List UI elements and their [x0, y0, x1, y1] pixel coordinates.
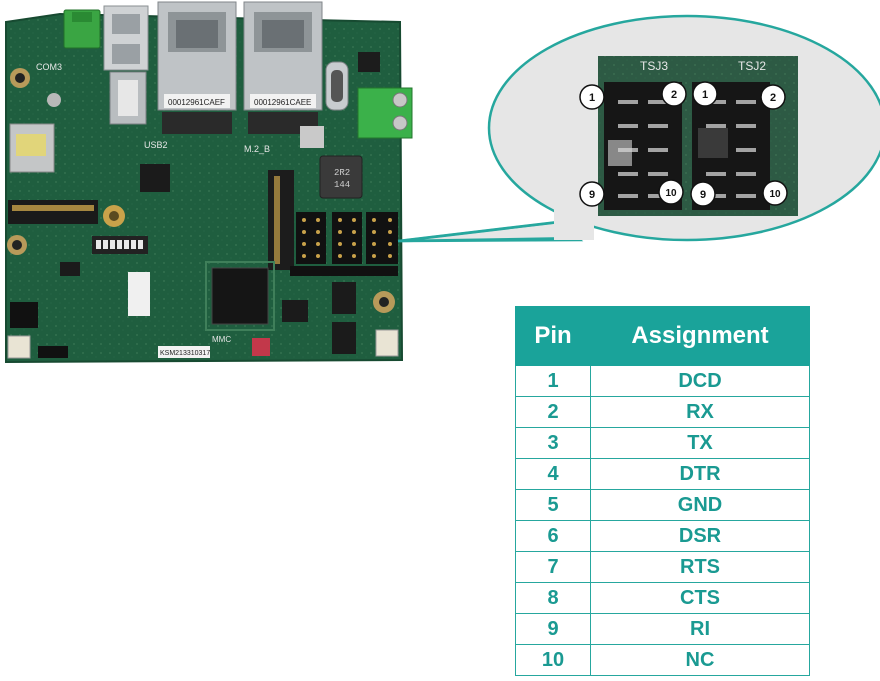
pin-number: 6	[515, 520, 591, 552]
lan1-mac-label: 00012961CAEF	[168, 98, 225, 107]
pin-assignment: RTS	[590, 551, 810, 583]
pin-marker-tsj2-10: 10	[762, 180, 788, 206]
serial-label: KSM213310317	[160, 350, 210, 357]
chip	[282, 300, 308, 322]
dc-in-terminal	[357, 87, 413, 139]
pin-marker-tsj2-1: 1	[692, 81, 718, 107]
pin-assignment: DTR	[590, 458, 810, 490]
connector	[375, 329, 399, 357]
svg-text:10: 10	[769, 189, 781, 200]
connector	[10, 302, 38, 328]
callout-magnifier: TSJ3 TSJ2 1 2 1 2 9 10 9	[397, 14, 880, 243]
pin-number: 3	[515, 427, 591, 459]
m2-slot-vertical	[268, 170, 294, 270]
connector	[38, 346, 68, 358]
svg-text:9: 9	[700, 189, 706, 201]
pin-number: 2	[515, 396, 591, 428]
table-header-row: Pin Assignment	[515, 306, 810, 366]
pin-marker-tsj3-1: 1	[579, 84, 605, 110]
serial-sticker	[158, 346, 210, 358]
svg-text:10: 10	[665, 188, 677, 199]
header-strip	[290, 266, 398, 276]
pin-assignment: RX	[590, 396, 810, 428]
assignment-column-header: Assignment	[590, 306, 810, 366]
pin-assignment: DCD	[590, 365, 810, 397]
cpu-chip	[211, 267, 269, 325]
svg-text:1: 1	[702, 89, 708, 101]
connector	[300, 126, 324, 148]
mounting-hole	[47, 93, 61, 107]
lan-jack-2	[243, 1, 323, 134]
tsj3-label: TSJ3	[640, 59, 668, 73]
tsj2-label: TSJ2	[738, 59, 766, 73]
pin-number: 4	[515, 458, 591, 490]
connector-red	[252, 338, 270, 356]
pin-number: 8	[515, 582, 591, 614]
svg-text:9: 9	[589, 189, 595, 201]
pcb-board: 00012961CAEF 00012961CAEE 2R2 144	[5, 1, 413, 364]
pin-assignment: NC	[590, 644, 810, 676]
pin-marker-tsj2-9: 9	[690, 181, 716, 207]
silk-m2b: M.2_B	[244, 144, 270, 154]
pin-number: 9	[515, 613, 591, 645]
pin-marker-tsj2-2: 2	[760, 84, 786, 110]
chip	[332, 282, 356, 314]
mounting-hole	[373, 291, 395, 313]
pin-number: 5	[515, 489, 591, 521]
silk-com3: COM3	[36, 62, 62, 72]
pin-column-header: Pin	[515, 306, 591, 366]
svg-text:144: 144	[334, 180, 350, 190]
mounting-hole	[7, 235, 27, 255]
pin-assignment: TX	[590, 427, 810, 459]
mounting-hole	[103, 205, 125, 227]
chip	[60, 262, 80, 276]
pin-assignment: GND	[590, 489, 810, 521]
usb-connector-stack	[103, 5, 149, 125]
connector	[7, 335, 31, 359]
pin-number: 10	[515, 644, 591, 676]
svg-text:2: 2	[671, 89, 677, 101]
com-pin-headers	[296, 212, 398, 264]
pin-assignment: DSR	[590, 520, 810, 552]
pin-assignment: CTS	[590, 582, 810, 614]
pin-number: 1	[515, 365, 591, 397]
silk-usb2: USB2	[144, 140, 168, 150]
chip	[332, 322, 356, 354]
svg-text:1: 1	[589, 92, 595, 104]
lan-jack-1	[157, 1, 237, 134]
m2-slot-horizontal	[8, 200, 98, 224]
board-sticker	[128, 272, 150, 316]
lan2-mac-label: 00012961CAEE	[254, 98, 311, 107]
pin-number: 7	[515, 551, 591, 583]
pin-marker-tsj3-10: 10	[658, 179, 684, 205]
pin-marker-tsj3-2: 2	[661, 81, 687, 107]
mounting-hole	[10, 68, 30, 88]
chip	[140, 164, 170, 192]
svg-text:2R2: 2R2	[334, 168, 350, 178]
pin-assignment: RI	[590, 613, 810, 645]
silk-mmc: MMC	[212, 335, 231, 344]
pin-marker-tsj3-9: 9	[579, 181, 605, 207]
inductor: 2R2 144	[319, 155, 363, 199]
svg-text:2: 2	[770, 92, 776, 104]
